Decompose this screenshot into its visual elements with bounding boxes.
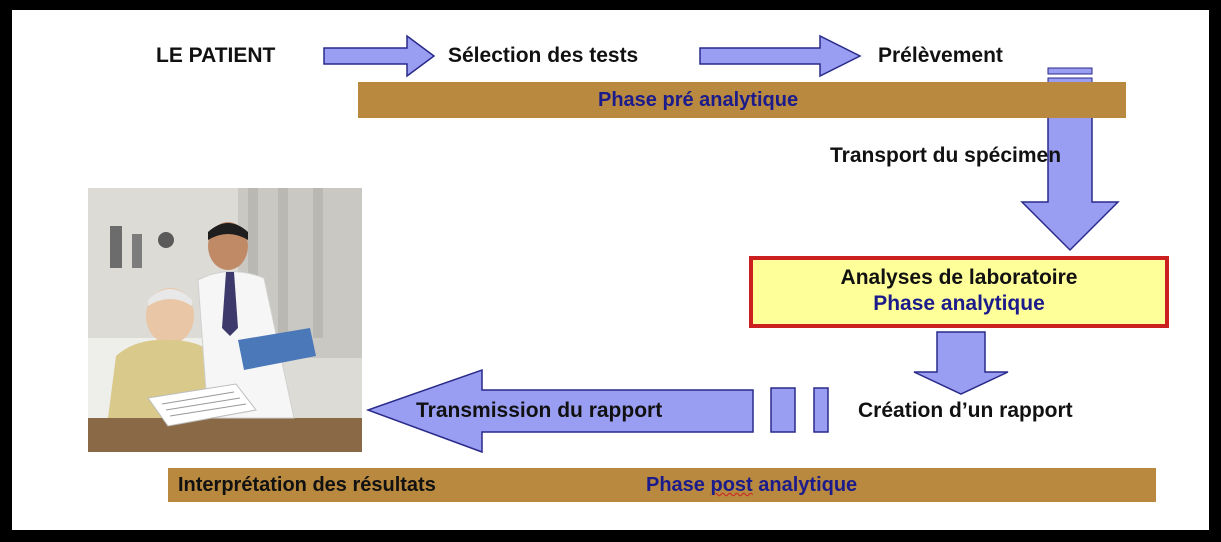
analytical-label: Phase analytique [873,292,1045,315]
report-small-bar-1 [770,387,796,433]
doctor-patient-illustration [88,188,362,452]
arrow-transmission-left [365,368,754,454]
patient-label: LE PATIENT [156,44,276,67]
arrow-patient-to-selection [323,34,436,78]
pre-analytical-band: Phase pré analytique [358,82,1126,118]
analytical-title: Analyses de laboratoire [840,266,1078,289]
transmission-label: Transmission du rapport [416,399,663,422]
report-creation-label: Création d’un rapport [858,399,1073,422]
post-analytical-label: Phase post analytique [646,474,857,497]
doctor-patient-photo [88,188,362,452]
post-analytical-suffix: analytique [752,474,858,496]
test-selection-label: Sélection des tests [448,44,639,67]
transport-label: Transport du spécimen [830,144,1062,167]
sampling-label: Prélèvement [878,44,1003,67]
flow-arrows [323,34,1120,454]
interpretation-label: Interprétation des résultats [178,474,436,496]
report-small-bar-2 [813,387,829,433]
slide-canvas: LE PATIENT Sélection des tests Prélèveme… [12,10,1209,530]
pre-analytical-label: Phase pré analytique [598,89,799,111]
arrow-transport-down [1020,115,1120,252]
arrow-selection-to-sampling [699,34,862,78]
analytical-phase-box: Analyses de laboratoire Phase analytique [749,256,1169,328]
sampling-small-bar-1 [1047,67,1093,75]
post-analytical-prefix: Phase [646,474,711,496]
post-analytical-word: post [710,474,753,496]
post-analytical-band: Interprétation des résultats Phase post … [168,468,1156,502]
arrow-analysis-to-report [913,331,1009,395]
